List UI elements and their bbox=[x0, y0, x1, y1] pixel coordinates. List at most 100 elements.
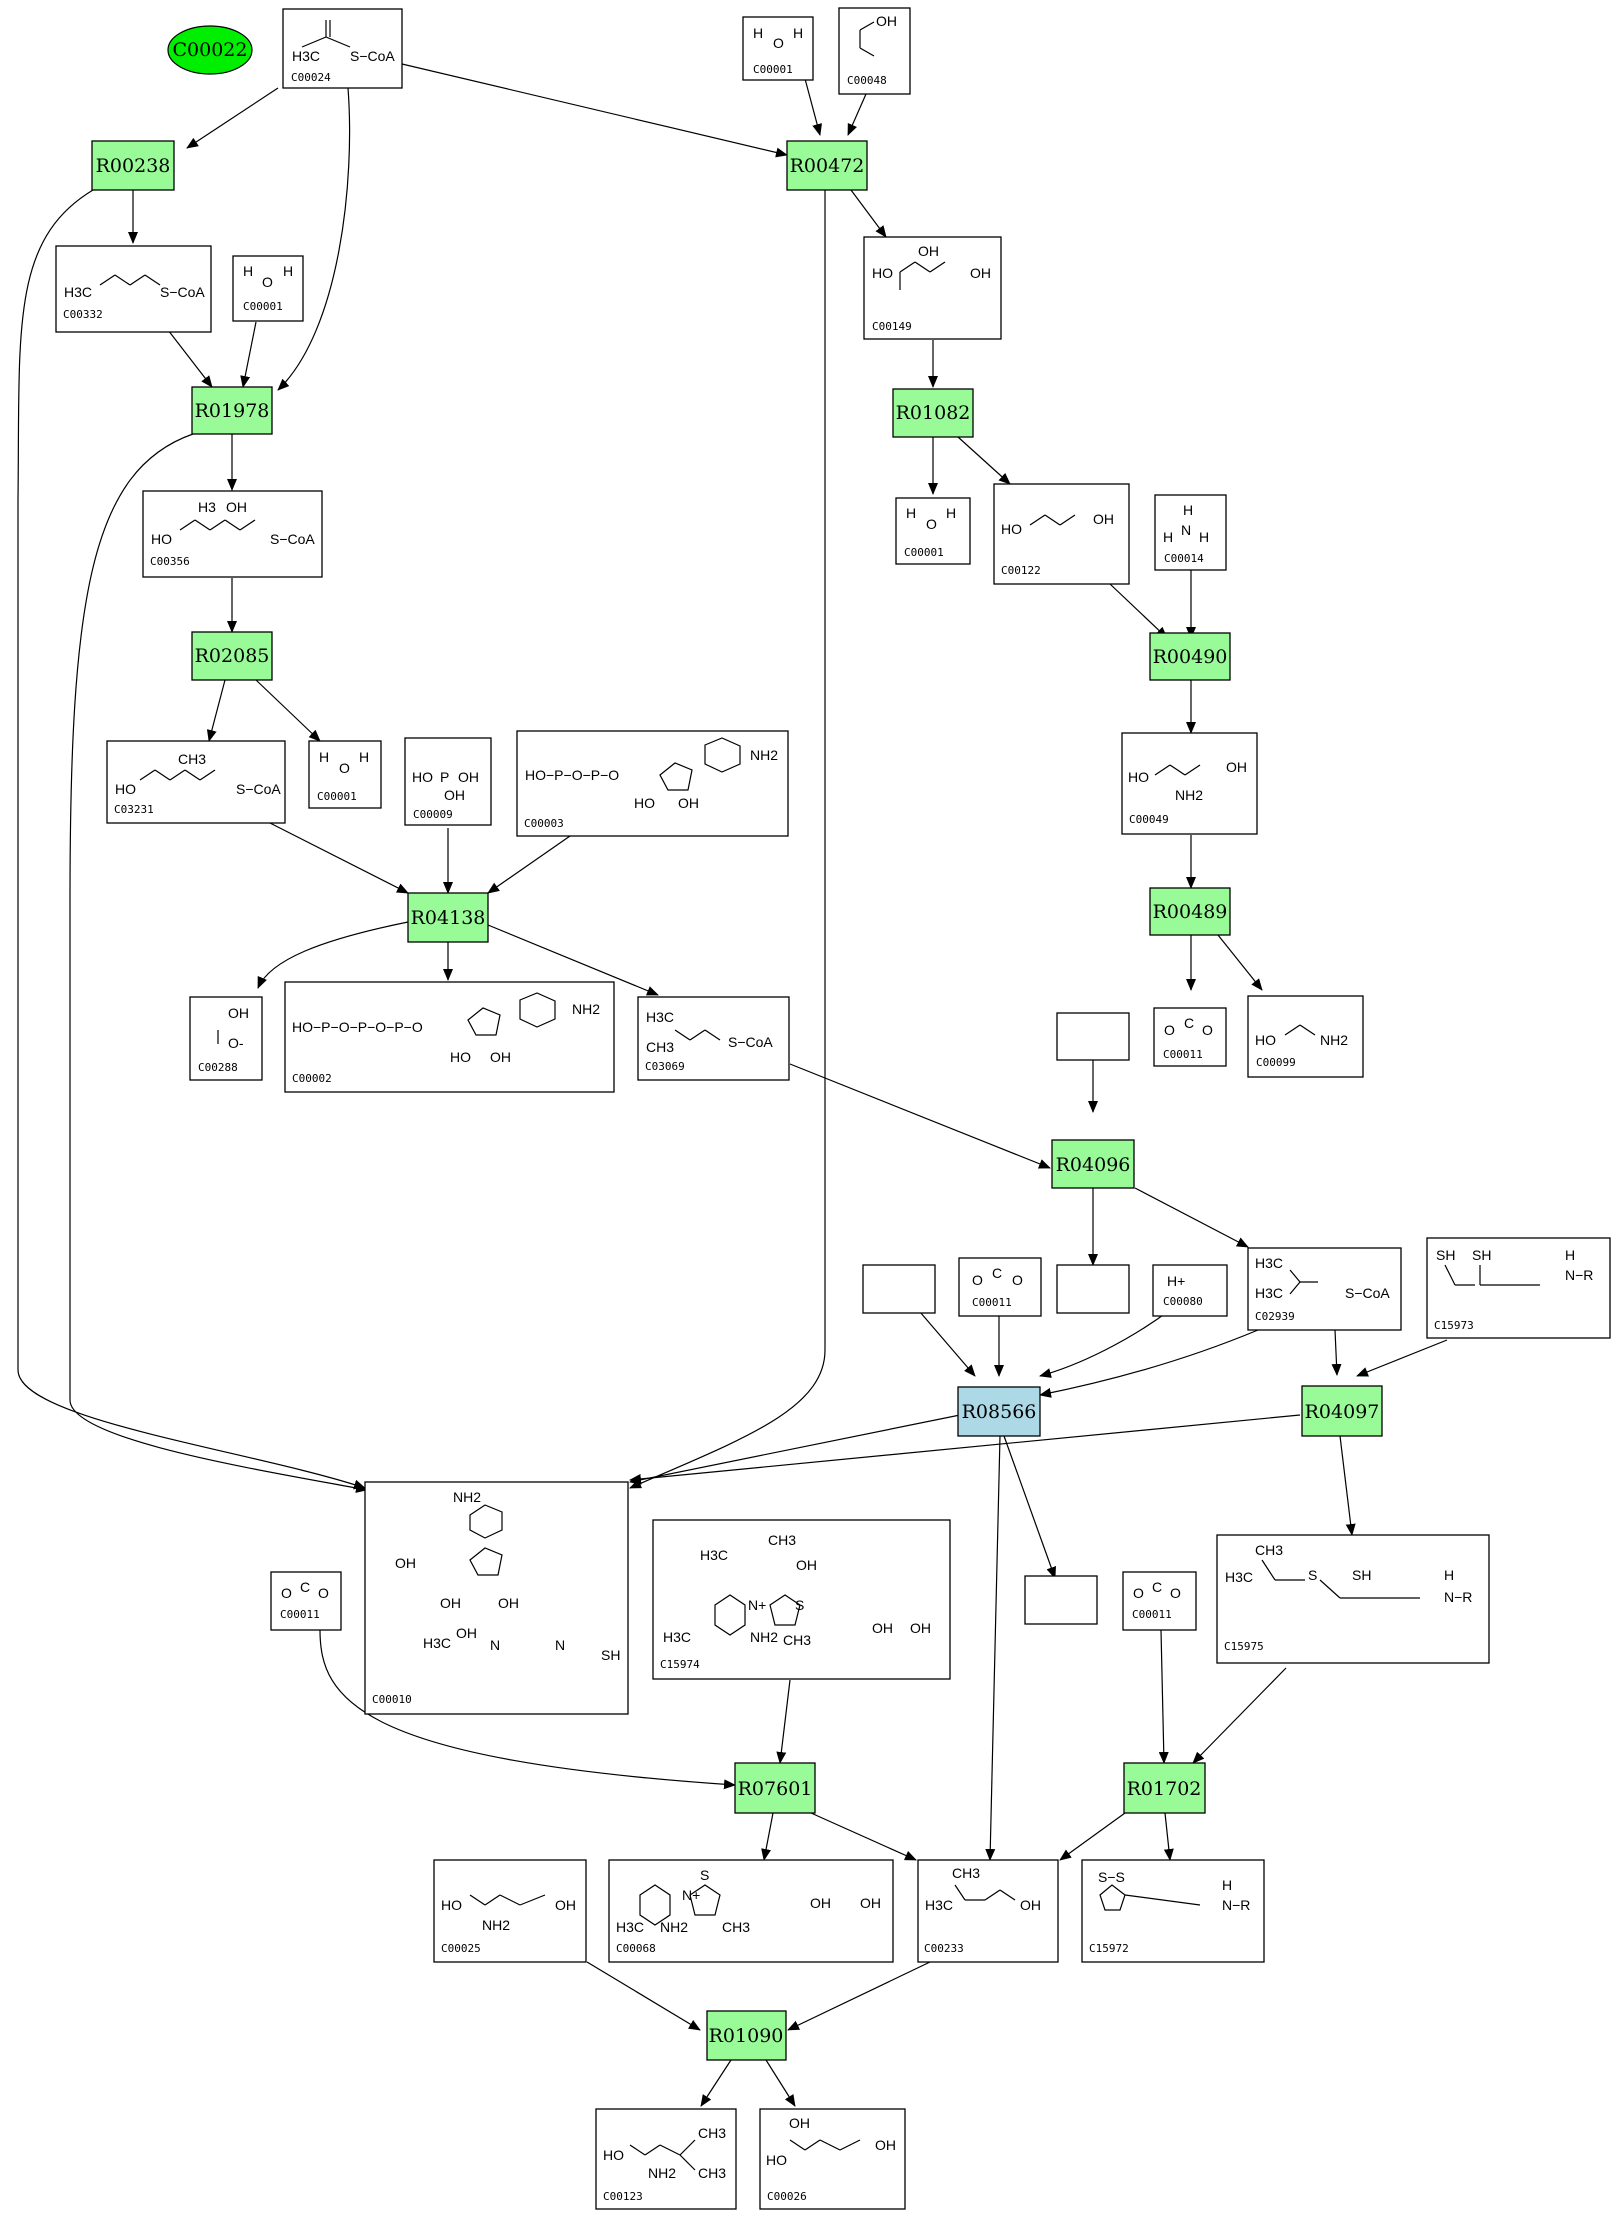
molecule-text: H bbox=[946, 505, 956, 521]
compound-node[interactable]: HO−P−O−P−O NH2 HO OH C00003 bbox=[516, 730, 789, 837]
reaction-label: R08566 bbox=[962, 1401, 1037, 1423]
edge bbox=[1134, 1187, 1249, 1248]
reaction-node[interactable]: R08566 bbox=[957, 1386, 1041, 1437]
molecule-text: CH3 bbox=[178, 751, 206, 767]
compound-node[interactable]: H3C S−CoA C00024 bbox=[282, 8, 403, 89]
molecule-text: NH2 bbox=[1175, 787, 1203, 803]
compound-node[interactable]: NH2 OH OH OH H3C OH N N SH C00010 bbox=[364, 1481, 629, 1715]
compound-id: C00011 bbox=[1132, 1608, 1172, 1621]
molecule-text: S−CoA bbox=[350, 48, 395, 64]
compound-id: C02939 bbox=[1255, 1310, 1295, 1323]
compound-node[interactable]: CH3 H3C OH C00233 bbox=[917, 1859, 1059, 1963]
edge bbox=[586, 1961, 701, 2031]
molecule-text: OH bbox=[226, 499, 247, 515]
compound-node[interactable]: H O H C00001 bbox=[895, 497, 971, 565]
compound-node[interactable]: H3C H3C S−CoA C02939 bbox=[1247, 1247, 1402, 1331]
compound-node[interactable]: H3C S−CoA C00332 bbox=[55, 245, 212, 333]
compound-node[interactable]: H O H C00001 bbox=[308, 740, 382, 809]
compound-node[interactable]: HO NH2 C00099 bbox=[1247, 995, 1364, 1078]
compound-node[interactable]: CH3 H3C S SH H N−R C15975 bbox=[1216, 1534, 1490, 1664]
compound-node[interactable]: H N H H C00014 bbox=[1154, 494, 1227, 571]
edge bbox=[240, 321, 257, 388]
reaction-node[interactable]: R01978 bbox=[191, 386, 273, 435]
compound-node[interactable]: O C O C00011 bbox=[270, 1571, 342, 1631]
molecule-text: HO−P−O−P−O bbox=[525, 767, 619, 783]
compound-node[interactable]: O C O C00011 bbox=[1122, 1571, 1197, 1631]
reaction-node[interactable]: R00238 bbox=[91, 140, 175, 191]
reaction-node[interactable]: R00472 bbox=[786, 140, 868, 191]
edge bbox=[257, 921, 409, 989]
molecule-text: OH bbox=[918, 243, 939, 259]
empty-compound-box[interactable] bbox=[1024, 1575, 1098, 1625]
compound-id: C15975 bbox=[1224, 1640, 1264, 1653]
molecule-text: H bbox=[793, 25, 803, 41]
compound-node[interactable]: CH3 H3C OH S N+ NH2 CH3 H3C OH OH C15974 bbox=[652, 1519, 951, 1680]
reaction-label: R00238 bbox=[96, 155, 171, 177]
compound-node[interactable]: H+ C00080 bbox=[1152, 1264, 1228, 1317]
reaction-node[interactable]: R01090 bbox=[706, 2010, 787, 2061]
edge bbox=[487, 924, 659, 996]
compound-id: C00288 bbox=[198, 1061, 238, 1074]
reaction-node[interactable]: R01082 bbox=[892, 388, 974, 438]
compound-node[interactable]: S−S H N−R C15972 bbox=[1081, 1859, 1265, 1963]
molecule-text: H3C bbox=[646, 1009, 674, 1025]
compound-node[interactable]: OH HO OH C00026 bbox=[759, 2108, 906, 2210]
start-node-c00022[interactable]: C00022 bbox=[167, 25, 253, 75]
compound-id: C00233 bbox=[924, 1942, 964, 1955]
compound-node[interactable]: HO NH2 CH3 CH3 C00123 bbox=[595, 2108, 737, 2210]
molecule-text: O- bbox=[228, 1035, 244, 1051]
empty-compound-box[interactable] bbox=[1056, 1012, 1130, 1061]
reaction-node[interactable]: R00489 bbox=[1149, 887, 1231, 936]
compound-id: C00001 bbox=[243, 300, 283, 313]
reaction-node[interactable]: R04096 bbox=[1051, 1139, 1135, 1189]
molecule-text: SH bbox=[1352, 1567, 1371, 1583]
molecule-text: H bbox=[753, 25, 763, 41]
molecule-text: HO bbox=[115, 781, 136, 797]
edge bbox=[1039, 1309, 1171, 1378]
reaction-node[interactable]: R04097 bbox=[1301, 1385, 1383, 1437]
molecule-text: N bbox=[490, 1637, 500, 1653]
compound-node[interactable]: O C O C00011 bbox=[958, 1257, 1042, 1317]
edge bbox=[1192, 1667, 1287, 1764]
edge bbox=[1109, 583, 1168, 639]
compound-node[interactable]: HO NH2 OH C00025 bbox=[433, 1859, 587, 1963]
molecule-text: HO bbox=[1001, 521, 1022, 537]
molecule-text: H bbox=[1199, 529, 1209, 545]
reaction-node[interactable]: R04138 bbox=[407, 892, 489, 943]
molecule-text: NH2 bbox=[750, 1629, 778, 1645]
compound-id: C00003 bbox=[524, 817, 564, 830]
molecule-text: HO bbox=[603, 2147, 624, 2163]
compound-node[interactable]: S N+ H3C NH2 CH3 OH OH C00068 bbox=[608, 1859, 894, 1963]
compound-node[interactable]: HO NH2 OH C00049 bbox=[1121, 732, 1258, 835]
empty-compound-box[interactable] bbox=[1056, 1264, 1130, 1314]
edge bbox=[765, 2059, 796, 2107]
molecule-text: OH bbox=[555, 1897, 576, 1913]
compound-node[interactable]: H O H C00001 bbox=[232, 255, 304, 322]
compound-id: C00011 bbox=[972, 1296, 1012, 1309]
molecule-text: CH3 bbox=[698, 2125, 726, 2141]
molecule-text: OH bbox=[860, 1895, 881, 1911]
compound-node[interactable]: HO−P−O−P−O−P−O NH2 HO OH C00002 bbox=[284, 981, 615, 1093]
compound-node[interactable]: SH SH H N−R C15973 bbox=[1426, 1237, 1611, 1339]
molecule-text: CH3 bbox=[698, 2165, 726, 2181]
reaction-label: R07601 bbox=[738, 1778, 813, 1800]
compound-node[interactable]: OH O- C00288 bbox=[189, 996, 263, 1081]
compound-node[interactable]: OH C00048 bbox=[838, 7, 911, 95]
compound-node[interactable]: HO P OH OH C00009 bbox=[404, 737, 492, 826]
empty-compound-box[interactable] bbox=[862, 1264, 936, 1314]
molecule-text: O bbox=[262, 274, 273, 290]
compound-node[interactable]: HO CH3 S−CoA C03231 bbox=[106, 740, 286, 824]
reaction-node[interactable]: R01702 bbox=[1123, 1762, 1206, 1814]
molecule-text: S−CoA bbox=[728, 1034, 773, 1050]
reaction-node[interactable]: R02085 bbox=[191, 631, 273, 681]
compound-node[interactable]: HO OH OH C00149 bbox=[863, 236, 1002, 340]
reaction-node[interactable]: R07601 bbox=[734, 1762, 816, 1814]
molecule-text: NH2 bbox=[750, 747, 778, 763]
compound-node[interactable]: O C O C00011 bbox=[1153, 1007, 1227, 1067]
compound-node[interactable]: HO H3 OH S−CoA C00356 bbox=[142, 490, 323, 578]
compound-node[interactable]: HO OH C00122 bbox=[993, 483, 1130, 585]
compound-node[interactable]: H O H C00001 bbox=[742, 16, 814, 81]
reaction-node[interactable]: R00490 bbox=[1149, 632, 1231, 681]
compound-node[interactable]: H3C CH3 S−CoA C03069 bbox=[637, 996, 790, 1081]
edge bbox=[267, 821, 409, 894]
